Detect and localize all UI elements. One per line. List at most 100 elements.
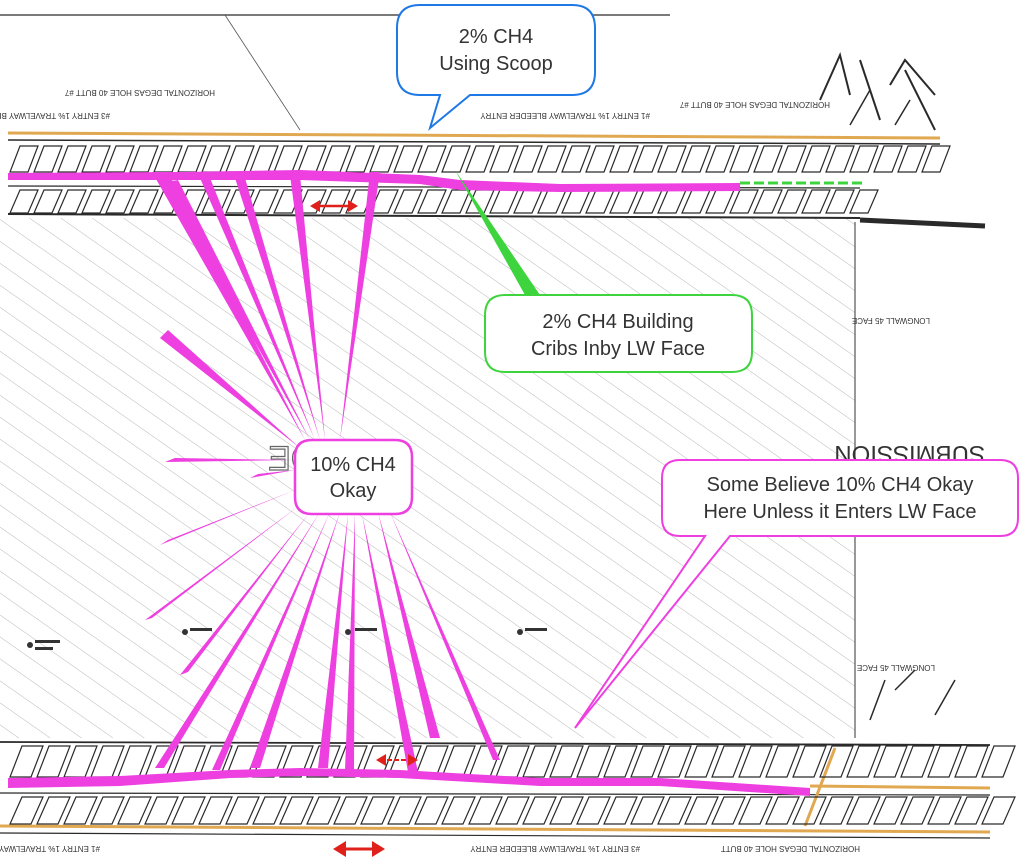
crib-pillar xyxy=(729,189,759,214)
label-top-left: HORIZONTAL DEGAS HOLE 40 BUTT #7 xyxy=(64,88,215,97)
crib-pillar xyxy=(819,745,854,778)
crib-pillar xyxy=(711,796,746,825)
crib-pillar xyxy=(819,796,854,825)
fan-ray xyxy=(345,514,355,770)
crib-pillar xyxy=(705,189,735,214)
crib-pillar xyxy=(753,145,783,173)
crib-pillar xyxy=(549,796,584,825)
crib-pillar xyxy=(981,796,1016,825)
bottom-orange-line-mid xyxy=(809,784,991,790)
crib-pillar xyxy=(90,745,125,778)
crib-pillar xyxy=(252,796,287,825)
crib-pillar xyxy=(873,145,903,173)
fan-ray xyxy=(152,172,305,440)
fan-ray xyxy=(160,490,295,545)
crib-pillar xyxy=(81,145,111,173)
crib-pillar xyxy=(333,796,368,825)
crib-pillar xyxy=(129,189,159,214)
crib-pillar xyxy=(171,796,206,825)
callout-green-line1: 2% CH4 Building xyxy=(542,311,693,333)
label-bottom-right: HORIZONTAL DEGAS HOLE 40 BUTT xyxy=(721,844,860,853)
crib-pillar xyxy=(825,189,855,214)
crib-pillar xyxy=(387,796,422,825)
label-top-right: HORIZONTAL DEGAS HOLE 40 BUTT #7 xyxy=(679,100,830,109)
crib-pillar xyxy=(63,796,98,825)
label-bottom-mid: #3 ENTRY 1% TRAVELWAY BLEEDER ENTRY xyxy=(470,844,640,853)
fan-ray xyxy=(200,178,315,440)
callout-center: 10% CH4 Okay xyxy=(293,438,414,516)
callout-right-line1: Some Believe 10% CH4 Okay xyxy=(707,474,974,496)
fan-ray xyxy=(212,512,330,770)
crib-pillar xyxy=(603,745,638,778)
fan-ray xyxy=(180,512,310,675)
crib-pillar xyxy=(849,145,879,173)
crib-pillar xyxy=(297,145,327,173)
crib-pillar xyxy=(345,145,375,173)
callout-green-line2: Cribs Inby LW Face xyxy=(531,338,705,360)
crib-pillar xyxy=(657,796,692,825)
callout-top-line2: Using Scoop xyxy=(439,53,552,75)
red-arrow-top xyxy=(310,200,358,212)
fan-ray xyxy=(318,514,348,768)
crib-pillar xyxy=(561,189,591,214)
crib-pillar xyxy=(657,145,687,173)
red-arrow-middle xyxy=(376,754,418,766)
crib-pillar xyxy=(705,145,735,173)
crib-pillar xyxy=(981,745,1016,778)
fan-ray xyxy=(145,505,300,620)
crib-pillar xyxy=(441,745,476,778)
crib-pillar xyxy=(273,145,303,173)
crib-pillar xyxy=(897,145,927,173)
bottom-orange-diagonal xyxy=(803,747,837,827)
top-orange-line xyxy=(7,131,941,140)
crib-pillar xyxy=(9,189,39,214)
crib-pillar xyxy=(630,796,665,825)
crib-pillar xyxy=(90,796,125,825)
crib-pillar xyxy=(777,145,807,173)
crib-pillar xyxy=(927,796,962,825)
crib-pillar xyxy=(792,745,827,778)
fan-ray xyxy=(362,514,418,772)
crib-pillar xyxy=(63,745,98,778)
survey-markers xyxy=(27,628,547,650)
callout-right: Some Believe 10% CH4 Okay Here Unless it… xyxy=(574,459,1019,729)
fan-ray xyxy=(250,470,295,478)
crib-pillar xyxy=(681,189,711,214)
red-arrow-bottom xyxy=(333,841,385,857)
crib-pillar xyxy=(249,145,279,173)
crib-pillar xyxy=(33,145,63,173)
label-top-mid: #1 ENTRY 1% TRAVELWAY BLEEDER ENTRY xyxy=(480,111,650,120)
crib-pillar xyxy=(849,189,879,214)
crib-pillar xyxy=(177,145,207,173)
callout-center-line1: 10% CH4 xyxy=(310,454,396,476)
crib-pillar xyxy=(873,796,908,825)
crib-pillar xyxy=(369,145,399,173)
crib-pillar xyxy=(9,745,44,778)
crib-pillar xyxy=(900,745,935,778)
fan-ray xyxy=(165,458,295,462)
crib-pillar xyxy=(81,189,111,214)
fan-ray xyxy=(378,512,440,738)
bottom-orange-line xyxy=(0,824,991,834)
fan-ray xyxy=(340,172,380,440)
crib-pillar xyxy=(537,145,567,173)
crib-pillar xyxy=(441,796,476,825)
callout-top-line1: 2% CH4 xyxy=(459,26,533,48)
crib-pillar xyxy=(954,745,989,778)
crib-pillar xyxy=(198,796,233,825)
crib-pillar xyxy=(576,796,611,825)
crib-pillar xyxy=(846,745,881,778)
crib-pillar xyxy=(495,796,530,825)
crib-pillar xyxy=(441,145,471,173)
crib-pillar xyxy=(927,745,962,778)
crib-pillar xyxy=(360,796,395,825)
crib-pillar xyxy=(711,745,746,778)
crib-pillar xyxy=(9,145,39,173)
crib-pillar xyxy=(105,189,135,214)
crib-pillar xyxy=(801,145,831,173)
callout-center-line2: Okay xyxy=(330,480,377,502)
crib-pillar xyxy=(306,745,341,778)
label-bottom-left: #1 ENTRY 1% TRAVELWAY BLEEDER xyxy=(0,844,100,853)
crib-pillar xyxy=(495,745,530,778)
crib-pillar xyxy=(792,796,827,825)
